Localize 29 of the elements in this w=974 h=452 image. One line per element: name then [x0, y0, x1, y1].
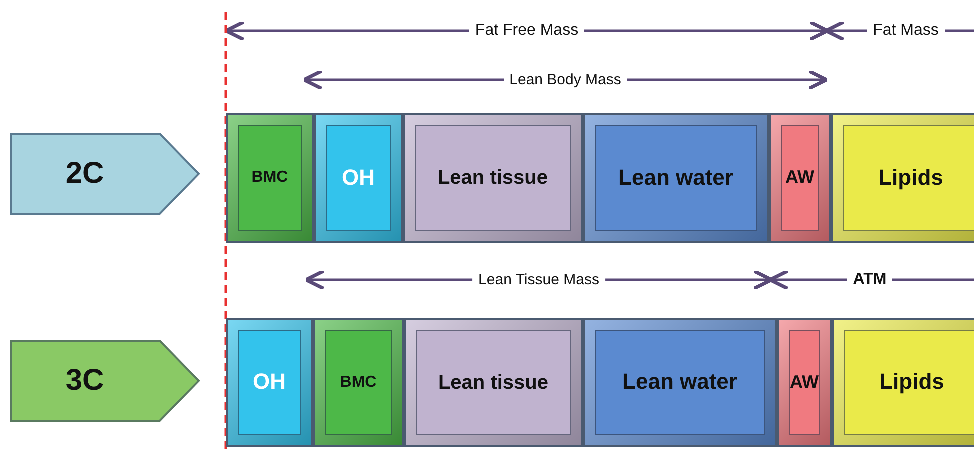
component-block: [583, 318, 777, 447]
block-label: BMC: [252, 169, 288, 187]
component-block: [777, 318, 832, 447]
block-label: AW: [786, 168, 814, 188]
block-label: Lean tissue: [438, 167, 548, 189]
component-block: [314, 113, 403, 243]
block-label: Lean tissue: [438, 372, 549, 394]
block-label: BMC: [340, 374, 377, 392]
component-block: [769, 113, 831, 243]
component-block: [403, 113, 583, 243]
component-block: [313, 318, 404, 447]
component-block: [832, 318, 974, 447]
pentagon-arrow: [10, 340, 200, 422]
block-label: Lipids: [880, 370, 944, 395]
block-label: OH: [253, 370, 286, 395]
block-label: 3C: [64, 363, 106, 399]
block-label: Lean water: [618, 166, 734, 190]
component-block: [583, 113, 769, 243]
block-label: AW: [790, 372, 819, 392]
pentagon-arrow: [10, 133, 200, 215]
block-label: 2C: [64, 156, 106, 192]
dimension-label: Lean Body Mass: [504, 72, 628, 88]
component-block: [404, 318, 583, 447]
component-block: [226, 113, 314, 243]
block-label: Lipids: [878, 166, 944, 190]
component-block: [226, 318, 313, 447]
block-label: Lean water: [622, 370, 738, 395]
block-label: OH: [342, 166, 375, 190]
component-block: [831, 113, 974, 243]
